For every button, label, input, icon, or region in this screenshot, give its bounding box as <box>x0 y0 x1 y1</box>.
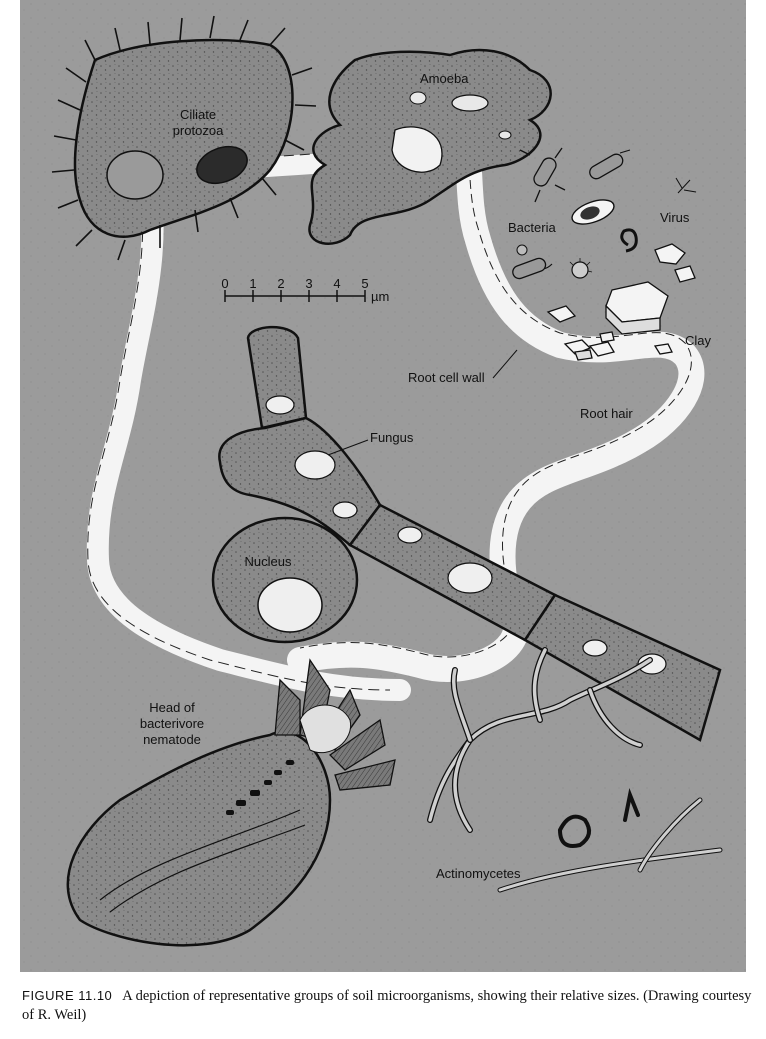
label-amoeba: Amoeba <box>420 71 469 86</box>
fungus-pointer <box>327 439 369 456</box>
label-nucleus: Nucleus <box>245 554 292 569</box>
label-clay: Clay <box>685 333 712 348</box>
label-actinomycetes: Actinomycetes <box>436 866 521 881</box>
bacteria-group <box>512 147 638 280</box>
label-nematode-line3: nematode <box>143 732 201 747</box>
fungus-hyphae <box>218 325 722 742</box>
clay-particles <box>546 243 696 361</box>
bacterivore-nematode <box>66 658 396 947</box>
label-nematode-line1: Head of <box>149 700 195 715</box>
root-cell-wall-pointer <box>492 349 518 379</box>
actinomycetes <box>427 647 723 893</box>
caption-figure-number: FIGURE 11.10 <box>22 988 113 1003</box>
scale-tick-4: 4 <box>333 276 340 291</box>
amoeba <box>308 48 552 245</box>
ciliate-protozoa <box>51 15 317 261</box>
scale-tick-2: 2 <box>277 276 284 291</box>
scale-tick-1: 1 <box>249 276 256 291</box>
scale-tick-5: 5 <box>361 276 368 291</box>
label-ciliate-line2: protozoa <box>173 123 224 138</box>
label-root-hair: Root hair <box>580 406 633 421</box>
virus <box>675 177 697 194</box>
label-bacteria: Bacteria <box>508 220 556 235</box>
nucleus-cell <box>211 516 359 644</box>
label-root-cell-wall: Root cell wall <box>408 370 485 385</box>
scale-tick-0: 0 <box>221 276 228 291</box>
caption-text: A depiction of representative groups of … <box>22 988 752 1023</box>
label-ciliate-line1: Ciliate <box>180 107 216 122</box>
label-fungus: Fungus <box>370 430 414 445</box>
scale-unit: µm <box>371 289 389 304</box>
label-nematode-line2: bacterivore <box>140 716 204 731</box>
label-virus: Virus <box>660 210 690 225</box>
scale-bar: 0 1 2 3 4 5 µm <box>221 276 389 304</box>
scale-tick-3: 3 <box>305 276 312 291</box>
bacterium-rod <box>589 153 624 180</box>
